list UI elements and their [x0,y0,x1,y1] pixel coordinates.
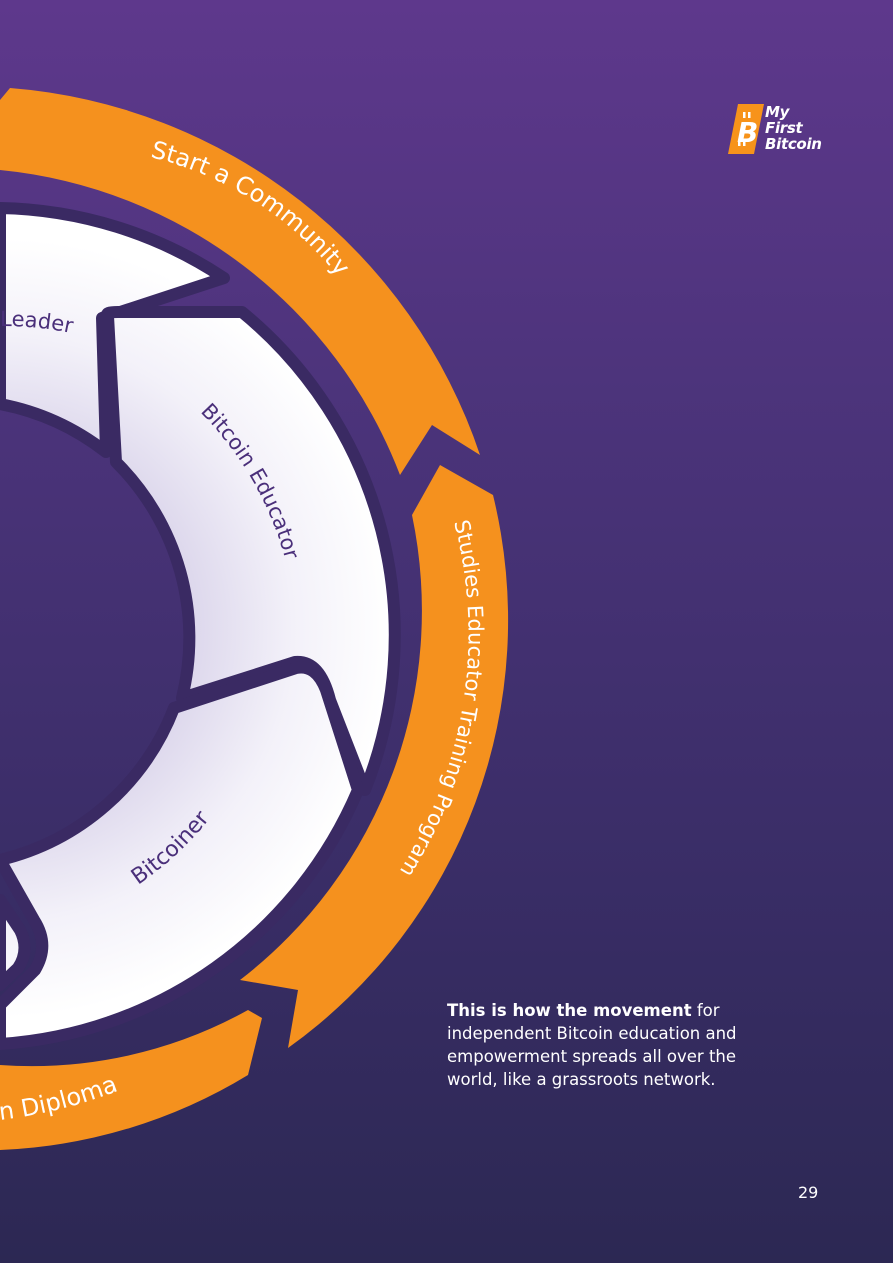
logo-wordmark: My First Bitcoin [765,104,822,152]
inner-segment-bitcoiner [0,661,364,1050]
outer-arrow-educator-training [240,465,509,1048]
inner-segment-bitcoin-educator [101,306,401,796]
outer-arrow-start-community [0,88,480,475]
outer-arrow-diploma [0,1010,262,1150]
logo-line-bitcoin: Bitcoin [765,135,822,153]
logo: B My First Bitcoin [728,104,828,156]
page-number: 29 [798,1183,819,1202]
svg-text:B: B [737,116,758,149]
caption-text: This is how the movement for independent… [447,999,787,1091]
logo-line-my: My [765,103,790,121]
inner-segment-left-partial [0,894,31,991]
inner-segment-leader [0,202,230,458]
caption-bold: This is how the movement [447,1001,692,1020]
caption-rest: for independent Bitcoin education and em… [447,1001,737,1089]
bitcoin-b-icon: B [728,104,764,154]
logo-line-first: First [765,119,803,137]
